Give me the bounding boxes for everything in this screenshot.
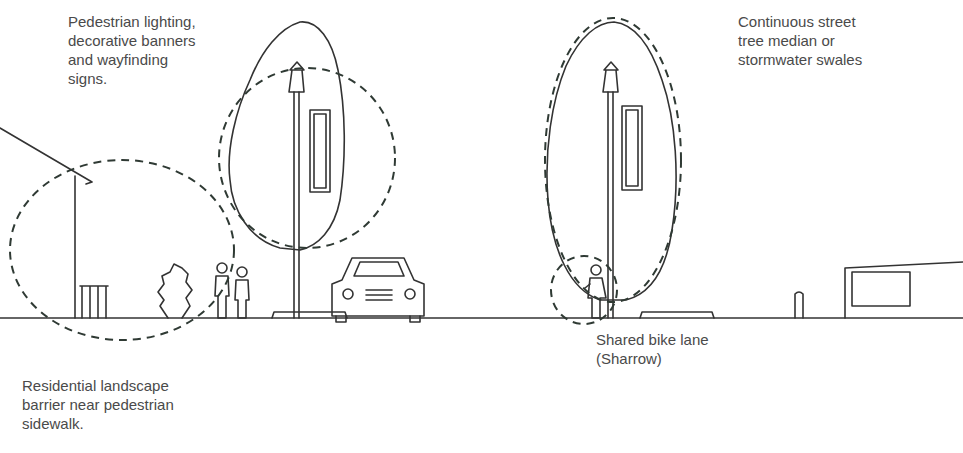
dashed-callout bbox=[219, 68, 395, 248]
callout-label: Shared bike lane (Sharrow) bbox=[596, 330, 726, 368]
dashed-callout bbox=[545, 18, 681, 302]
callout-label: Residential landscape barrier near pedes… bbox=[22, 376, 194, 433]
window bbox=[852, 272, 910, 306]
banner bbox=[314, 114, 326, 188]
dashed-callout bbox=[551, 256, 617, 324]
lamp-post bbox=[608, 92, 613, 318]
lamp-head bbox=[603, 62, 618, 92]
curb bbox=[640, 312, 714, 318]
house-wall bbox=[74, 176, 76, 318]
lamp-post bbox=[294, 92, 299, 318]
banner bbox=[626, 110, 638, 186]
pedestrians bbox=[215, 263, 249, 318]
bollard bbox=[795, 292, 803, 318]
banner bbox=[622, 106, 642, 190]
street-tree bbox=[229, 22, 344, 250]
car bbox=[332, 258, 424, 322]
street-tree bbox=[547, 22, 676, 300]
shrub bbox=[158, 264, 192, 318]
fence bbox=[80, 286, 108, 318]
house-roof bbox=[0, 128, 92, 184]
dashed-callout bbox=[10, 160, 234, 340]
building bbox=[845, 262, 963, 318]
callout-label: Continuous street tree median or stormwa… bbox=[738, 12, 880, 69]
lamp-head bbox=[289, 62, 304, 92]
callout-label: Pedestrian lighting, decorative banners … bbox=[68, 12, 210, 88]
ground-line bbox=[0, 317, 963, 319]
banner bbox=[310, 110, 330, 192]
